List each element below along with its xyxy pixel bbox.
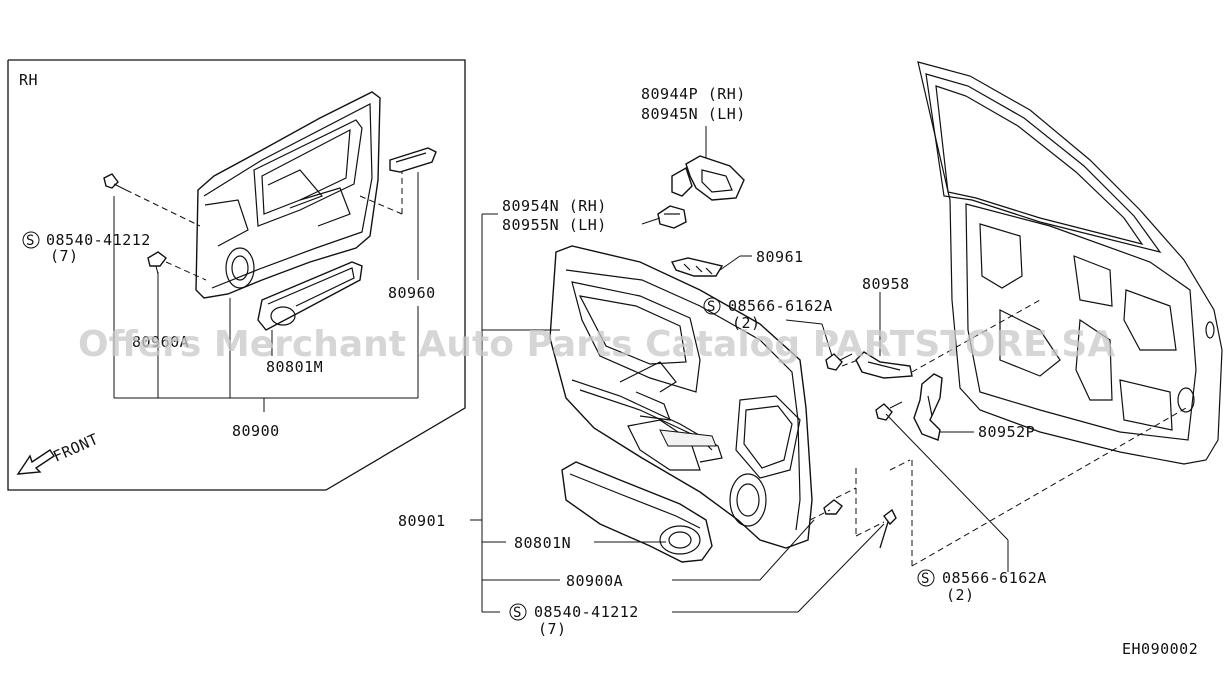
inset-clip-part-number: 80960A: [132, 333, 189, 351]
main-bolt-callout: S 08540-41212 (7): [509, 603, 639, 638]
bolt-main[interactable]: [879, 508, 897, 549]
main-speaker-cover-part-number: 80801N: [514, 534, 571, 552]
screw-b-quantity: (2): [946, 586, 975, 604]
bracket-upper-part-number: 80958: [862, 275, 910, 293]
bracket-lower-part-number: 80952P: [978, 423, 1035, 441]
inset-clip[interactable]: [147, 251, 167, 275]
screw-a-quantity: (2): [732, 314, 761, 332]
inset-guides: [125, 172, 403, 281]
svg-text:S: S: [513, 605, 522, 621]
main-trim-assembly-part-number: 80901: [398, 512, 446, 530]
inset-frame: [7, 59, 466, 491]
diagram-code: EH090002: [1122, 640, 1198, 658]
inset-finisher-handle[interactable]: [389, 147, 437, 173]
svg-text:S: S: [921, 571, 930, 587]
main-guides: [809, 299, 1187, 567]
watermark: Offers Merchant Auto Parts Catalog PARTS…: [78, 324, 1115, 365]
bracket-upper[interactable]: [855, 351, 913, 379]
pull-handle[interactable]: [671, 155, 745, 201]
inset-armrest-speaker-cover[interactable]: [257, 261, 363, 331]
inset-bolt-part-number: 08540-41212: [46, 231, 151, 249]
clip-main[interactable]: [823, 499, 843, 515]
switch-finisher-part-number: 80961: [756, 248, 804, 266]
main-speaker-cover[interactable]: [561, 461, 713, 563]
main-bolt-quantity: (7): [538, 620, 567, 638]
svg-text:S: S: [707, 299, 716, 315]
main-door-trim-panel[interactable]: [549, 245, 813, 549]
switch-finisher[interactable]: [670, 257, 724, 277]
inset-bolt-callout: S 08540-41212 (7): [22, 231, 151, 265]
inset-finisher-part-number: 80960: [388, 284, 436, 302]
screw-upper[interactable]: [825, 353, 853, 371]
inset-speaker-cover-part-number: 80801M: [266, 358, 323, 376]
door-shell[interactable]: [917, 61, 1223, 465]
svg-text:S: S: [26, 233, 35, 249]
section-label-rh: RH: [19, 71, 38, 89]
screw-a-callout: S 08566-6162A (2): [703, 297, 833, 332]
pull-handle-rh-part-number: 80944P (RH): [641, 85, 746, 103]
screw-b-callout: S 08566-6162A (2): [917, 569, 1047, 604]
inset-bolt[interactable]: [103, 173, 127, 191]
escutcheon[interactable]: [657, 205, 687, 229]
escutcheon-lh-part-number: 80955N (LH): [502, 216, 607, 234]
inset-bolt-quantity: (7): [50, 247, 79, 265]
main-trim-panel-part-number: 80900A: [566, 572, 623, 590]
front-arrow-icon: [16, 449, 55, 475]
screw-b-part-number: 08566-6162A: [942, 569, 1047, 587]
inset-leaders: [113, 172, 419, 412]
inset-trim-assembly-part-number: 80900: [232, 422, 280, 440]
bracket-lower[interactable]: [913, 373, 943, 441]
front-label: FRONT: [50, 430, 101, 466]
main-bolt-part-number: 08540-41212: [534, 603, 639, 621]
main-leaders: [470, 126, 1009, 613]
escutcheon-rh-part-number: 80954N (RH): [502, 197, 607, 215]
inset-door-trim-panel[interactable]: [195, 91, 381, 299]
screw-a-part-number: 08566-6162A: [728, 297, 833, 315]
pull-handle-lh-part-number: 80945N (LH): [641, 105, 746, 123]
